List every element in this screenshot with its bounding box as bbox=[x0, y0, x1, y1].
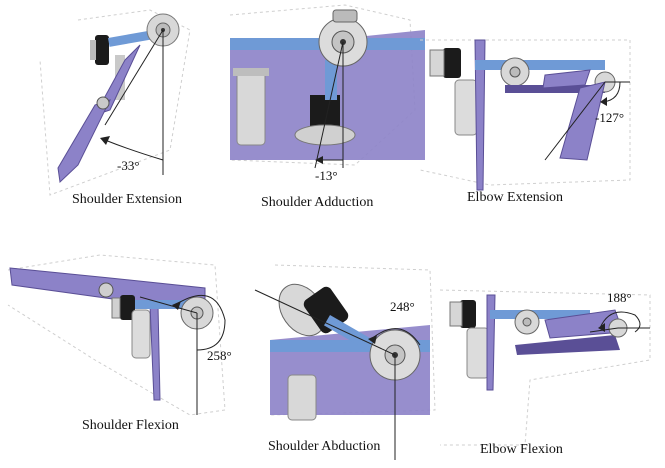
panel-elbow-flexion: 188° Elbow Flexion bbox=[435, 280, 665, 468]
elbow-flexion-caption: Elbow Flexion bbox=[480, 442, 563, 457]
shoulder-adduction-angle: -13° bbox=[315, 168, 338, 183]
shoulder-flexion-angle: 258° bbox=[207, 348, 232, 363]
shoulder-extension-angle: -33° bbox=[117, 158, 140, 173]
panel-shoulder-abduction: 248° Shoulder Abduction bbox=[250, 255, 440, 468]
elbow-flexion-angle: 188° bbox=[607, 290, 632, 305]
shoulder-flexion-caption: Shoulder Flexion bbox=[82, 418, 179, 433]
panel-shoulder-adduction: -13° Shoulder Adduction bbox=[225, 0, 425, 220]
panel-elbow-extension: -127° Elbow Extension bbox=[415, 30, 665, 220]
shoulder-extension-illustration bbox=[39, 9, 191, 196]
elbow-extension-illustration bbox=[419, 39, 631, 191]
elbow-extension-angle: -127° bbox=[595, 110, 625, 125]
shoulder-extension-caption: Shoulder Extension bbox=[72, 192, 183, 207]
elbow-flexion-illustration bbox=[439, 289, 651, 446]
shoulder-adduction-illustration bbox=[229, 4, 425, 169]
shoulder-flexion-illustration bbox=[7, 254, 226, 416]
shoulder-abduction-caption: Shoulder Abduction bbox=[268, 439, 381, 454]
panel-shoulder-extension: -33° Shoulder Extension bbox=[0, 0, 220, 220]
shoulder-abduction-illustration bbox=[254, 264, 436, 460]
shoulder-adduction-caption: Shoulder Adduction bbox=[261, 195, 374, 210]
shoulder-abduction-angle: 248° bbox=[390, 299, 415, 314]
elbow-extension-caption: Elbow Extension bbox=[467, 190, 564, 205]
panel-shoulder-flexion: 258° Shoulder Flexion bbox=[0, 250, 250, 468]
